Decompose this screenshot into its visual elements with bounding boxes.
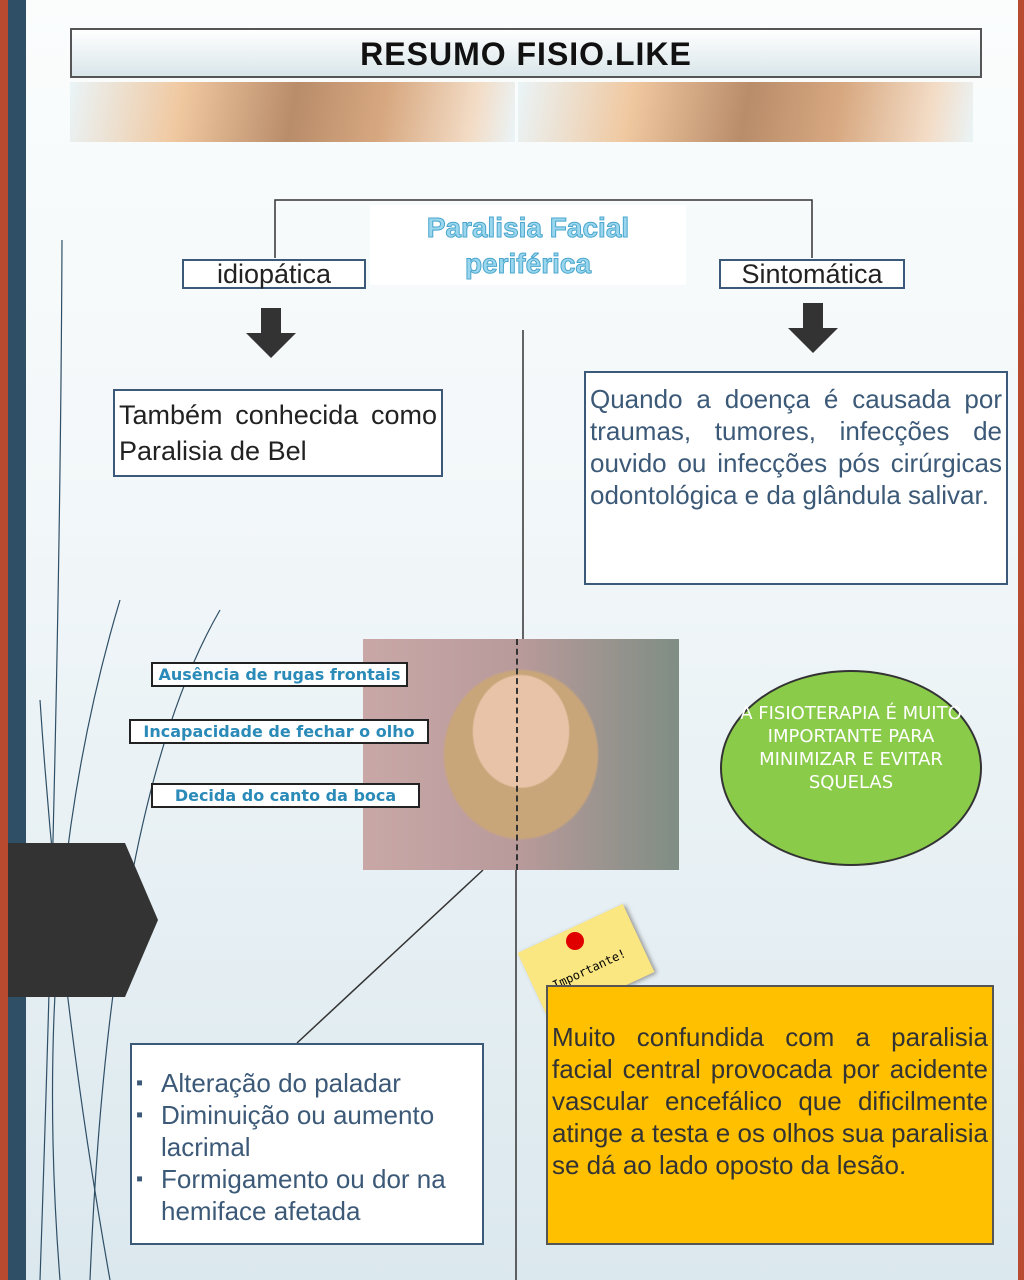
page-title: RESUMO FISIO.LIKE (70, 28, 982, 78)
face-label: Ausência de rugas frontais (151, 662, 408, 687)
center-title-line1: Paralisia Facial (426, 212, 630, 244)
center-title-line2: periférica (464, 248, 592, 280)
face-label: Incapacidade de fechar o olho (129, 719, 429, 744)
list-item: Formigamento ou dor na hemiface afetada (136, 1163, 482, 1227)
sintomatica-description: Quando a doença é causada por traumas, t… (584, 371, 1008, 585)
center-title: Paralisia Facial periférica (370, 205, 686, 285)
pin-icon (566, 932, 584, 950)
goniometer-image-right (518, 82, 973, 142)
face-midline (516, 639, 518, 870)
decorative-hexagon (8, 843, 158, 997)
symptoms-list: Alteração do paladar Diminuição ou aumen… (130, 1043, 484, 1245)
important-box: Muito confundida com a paralisia facial … (546, 985, 994, 1245)
branch-idiopatica: idiopática (182, 259, 366, 289)
physio-oval: A FISIOTERAPIA É MUITO IMPORTANTE PARA M… (720, 670, 982, 866)
goniometer-image-left (70, 82, 515, 142)
face-label: Decida do canto da boca (151, 783, 420, 808)
facial-paralysis-photo (363, 639, 679, 870)
branch-sintomatica: Sintomática (719, 259, 905, 289)
right-border (1018, 0, 1024, 1280)
left-border (0, 0, 8, 1280)
idiopatica-description: Também conhecida como Paralisia de Bel (113, 389, 443, 477)
list-item: Diminuição ou aumento lacrimal (136, 1099, 482, 1163)
list-item: Alteração do paladar (136, 1067, 482, 1099)
